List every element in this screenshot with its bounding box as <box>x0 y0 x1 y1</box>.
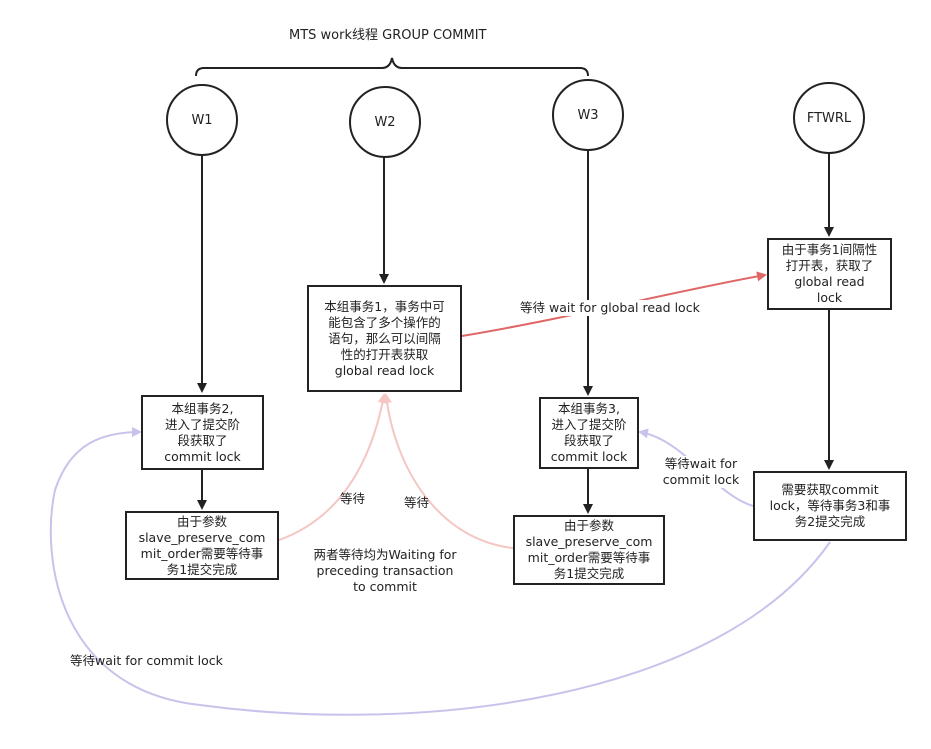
box-w2-transaction: 本组事务1，事务中可 能包含了多个操作的 语句，那么可以间隔 性的打开表获取 g… <box>307 285 462 392</box>
label-wait-commit-lock-right: 等待wait for commit lock <box>651 456 751 488</box>
group-brace <box>195 57 589 77</box>
label-both-waiting: 两者等待均为Waiting for preceding transaction … <box>313 547 457 594</box>
label-wait-commit-lock-bottom: 等待wait for commit lock <box>70 653 223 668</box>
box-w1-commit-lock: 本组事务2, 进入了提交阶 段获取了 commit lock <box>141 395 264 470</box>
diagram-title: MTS work线程 GROUP COMMIT <box>289 28 487 43</box>
box-w1-slave-preserve: 由于参数 slave_preserve_com mit_order需要等待事 务… <box>125 511 279 580</box>
label-wait-right: 等待 <box>404 495 430 510</box>
box-w3-slave-preserve: 由于参数 slave_preserve_com mit_order需要等待事 务… <box>513 515 665 585</box>
box-w3-commit-lock: 本组事务3, 进入了提交阶 段获取了 commit lock <box>539 397 639 469</box>
arrow-ftwrl-to-w1commit <box>49 427 831 716</box>
arrow-w1slave-wait <box>278 393 388 541</box>
node-w1: W1 <box>166 84 238 156</box>
box-ftwrl-commit-lock: 需要获取commit lock，等待事务3和事 务2提交完成 <box>753 471 907 541</box>
box-ftwrl-global-read-lock: 由于事务1间隔性 打开表，获取了 global read lock <box>767 238 892 310</box>
node-w2: W2 <box>349 86 421 158</box>
arrow-w3slave-wait <box>381 393 514 549</box>
label-wait-global-read-lock: 等待 wait for global read lock <box>520 300 700 316</box>
node-ftwrl: FTWRL <box>793 82 865 154</box>
node-w3: W3 <box>552 79 624 151</box>
label-wait-left: 等待 <box>340 491 366 506</box>
